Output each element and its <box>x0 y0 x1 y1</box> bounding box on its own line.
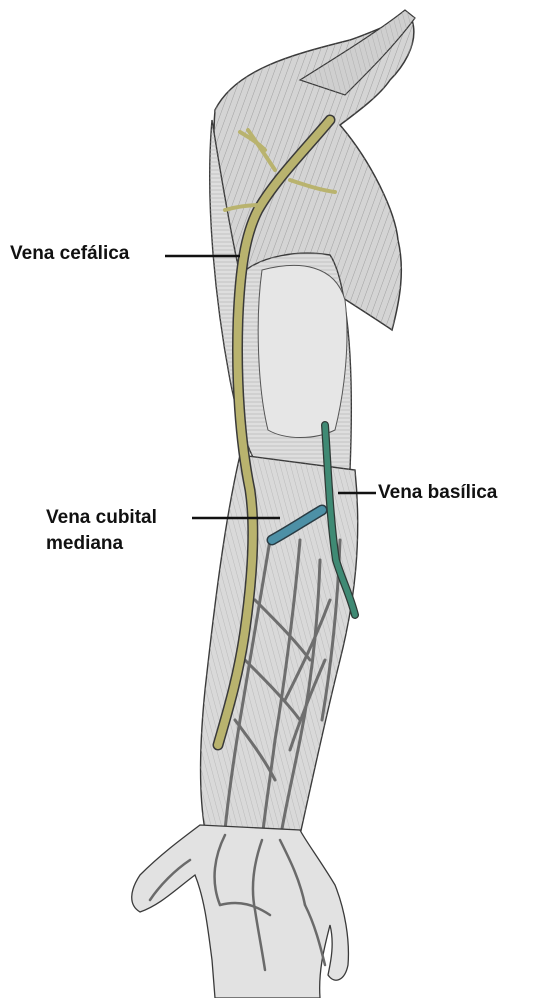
median-cubital-vein-label: Vena cubital mediana <box>46 505 157 556</box>
hand <box>132 825 349 998</box>
median-cubital-label-line-1: Vena cubital <box>46 505 157 531</box>
cephalic-vein-label: Vena cefálica <box>10 244 129 263</box>
biceps-muscle <box>258 265 347 437</box>
median-cubital-label-line-2: mediana <box>46 531 157 557</box>
basilic-vein-label: Vena basílica <box>378 483 497 502</box>
